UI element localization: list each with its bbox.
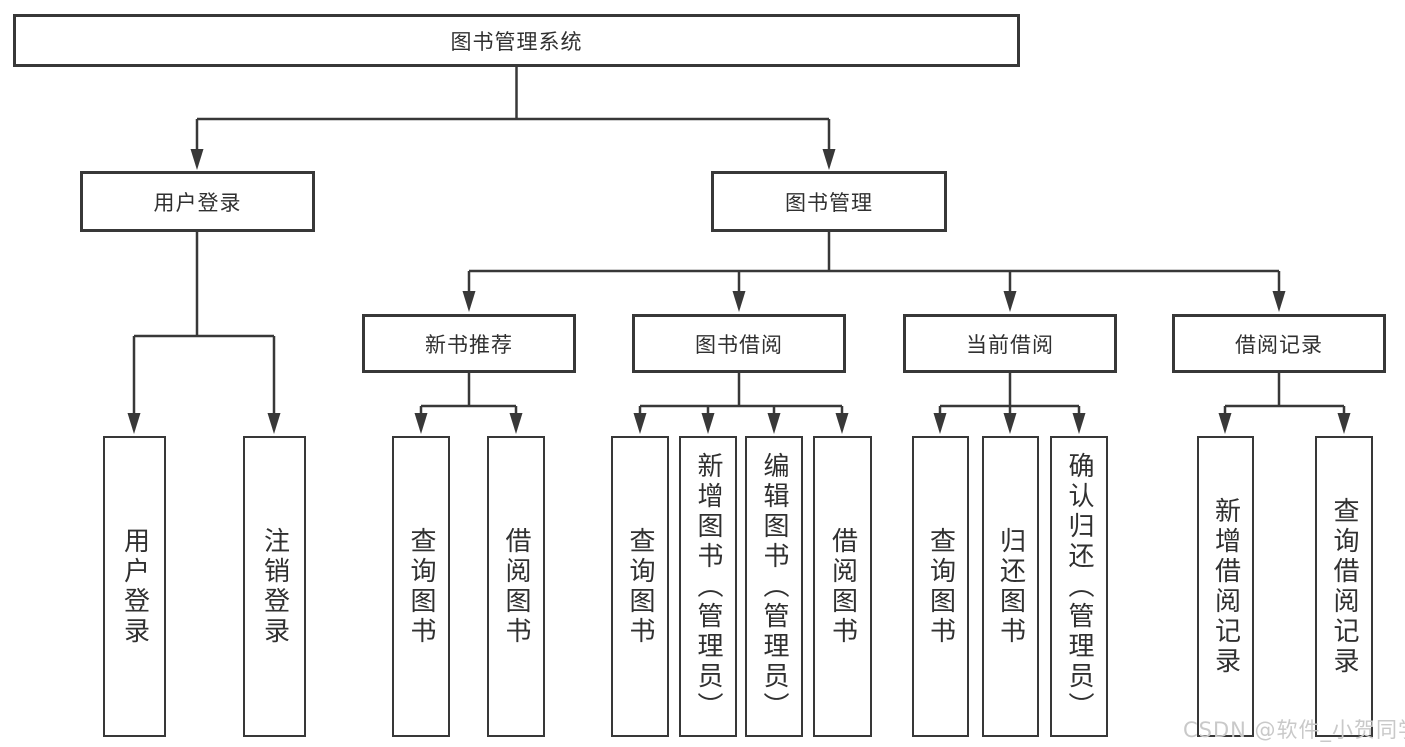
leaf-box-return-books: 归还图书 bbox=[982, 436, 1039, 737]
leaf-box-query-borrow-record: 查询借阅记录 bbox=[1315, 436, 1373, 737]
branch-label: 新书推荐 bbox=[425, 332, 513, 357]
leaf-box-borrow-books-2: 借阅图书 bbox=[813, 436, 872, 737]
leaf-box-query-books-3: 查询图书 bbox=[912, 436, 969, 737]
edge-current-borrow-children bbox=[938, 373, 1081, 414]
leaf-label: 查询图书 bbox=[406, 526, 436, 647]
branch-box-book-management: 图书管理 bbox=[711, 171, 947, 232]
branch-label: 图书管理 bbox=[785, 190, 873, 215]
leaf-label: 查询图书 bbox=[625, 526, 655, 647]
branch-box-book-borrow: 图书借阅 bbox=[632, 314, 846, 373]
leaf-label: 归还图书 bbox=[995, 526, 1026, 647]
branch-box-current-borrow: 当前借阅 bbox=[903, 314, 1117, 373]
branch-label: 当前借阅 bbox=[966, 332, 1054, 357]
leaf-label: 查询借阅记录 bbox=[1329, 496, 1359, 677]
leaf-box-add-books-admin: 新增图书（管理员） bbox=[679, 436, 737, 737]
edge-new-book-recommend-children bbox=[419, 373, 518, 414]
edge-book-management-children bbox=[467, 232, 1281, 293]
leaf-label: 编辑图书（管理员） bbox=[759, 451, 789, 722]
leaf-box-edit-books-admin: 编辑图书（管理员） bbox=[745, 436, 803, 737]
leaf-box-user-login: 用户登录 bbox=[103, 436, 166, 737]
csdn-watermark: CSDN @软件_小贺同学 bbox=[1183, 718, 1405, 742]
leaf-label: 用户登录 bbox=[119, 526, 150, 647]
edge-root-to-level2 bbox=[195, 67, 831, 151]
branch-box-user-login: 用户登录 bbox=[80, 171, 315, 232]
leaf-box-query-books-2: 查询图书 bbox=[611, 436, 669, 737]
edge-user-login-children bbox=[132, 232, 276, 414]
leaf-label: 借阅图书 bbox=[827, 526, 858, 647]
branch-label: 用户登录 bbox=[153, 190, 242, 215]
leaf-label: 查询图书 bbox=[925, 526, 956, 647]
edge-borrow-records-children bbox=[1223, 373, 1346, 414]
branch-box-borrow-records: 借阅记录 bbox=[1172, 314, 1386, 373]
leaf-label: 新增借阅记录 bbox=[1210, 496, 1241, 677]
branch-label: 借阅记录 bbox=[1235, 332, 1323, 357]
leaf-box-logout: 注销登录 bbox=[243, 436, 306, 737]
leaf-label: 确认归还（管理员） bbox=[1064, 451, 1094, 722]
leaf-box-add-borrow-record: 新增借阅记录 bbox=[1197, 436, 1254, 737]
branch-box-new-book-recommend: 新书推荐 bbox=[362, 314, 576, 373]
leaf-label: 注销登录 bbox=[259, 526, 290, 647]
leaf-box-borrow-books-1: 借阅图书 bbox=[487, 436, 545, 737]
arrowheads bbox=[127, 149, 1351, 434]
leaf-label: 新增图书（管理员） bbox=[693, 451, 723, 722]
edge-book-borrow-children bbox=[638, 373, 844, 414]
branch-label: 图书借阅 bbox=[695, 332, 783, 357]
root-box-library-management-system: 图书管理系统 bbox=[13, 14, 1020, 67]
leaf-box-query-books-1: 查询图书 bbox=[392, 436, 450, 737]
leaf-label: 借阅图书 bbox=[501, 526, 531, 647]
root-label: 图书管理系统 bbox=[450, 29, 583, 54]
leaf-box-confirm-return-admin: 确认归还（管理员） bbox=[1050, 436, 1108, 737]
